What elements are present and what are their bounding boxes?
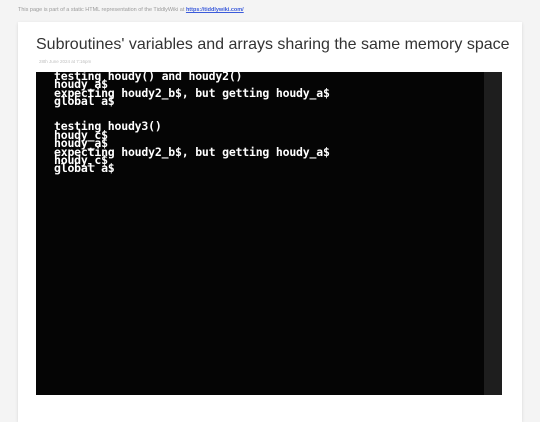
tiddler-card: Subroutines' variables and arrays sharin… [18,22,522,422]
static-notice: This page is part of a static HTML repre… [18,7,244,13]
terminal-screenshot: testing houdy() and houdy2() houdy_a$ ex… [36,72,502,395]
terminal-line: houdy_a$ [54,136,108,151]
tiddler-title: Subroutines' variables and arrays sharin… [36,36,510,53]
terminal-line: testing houdy() and houdy2() [54,72,243,83]
static-notice-text: This page is part of a static HTML repre… [18,7,186,13]
terminal-line: global a$ [54,161,115,176]
terminal-line: houdy_c$ [54,127,108,142]
terminal-line: testing houdy3() [54,119,162,134]
terminal-line: houdy_a$ [54,77,108,92]
tiddler-subtitle: 28th June 2024 at 7:16pm [39,59,92,64]
terminal-scrollbar [484,72,502,395]
tiddlywiki-link[interactable]: https://tiddlywiki.com/ [185,7,244,13]
terminal-line: global a$ [54,94,115,109]
terminal-line: houdy_c$ [54,152,108,167]
terminal-output: testing houdy() and houdy2() houdy_a$ ex… [54,72,330,176]
terminal-line: expecting houdy2_b$, but getting houdy_a… [54,85,330,100]
terminal-line: expecting houdy2_b$, but getting houdy_a… [54,144,330,159]
